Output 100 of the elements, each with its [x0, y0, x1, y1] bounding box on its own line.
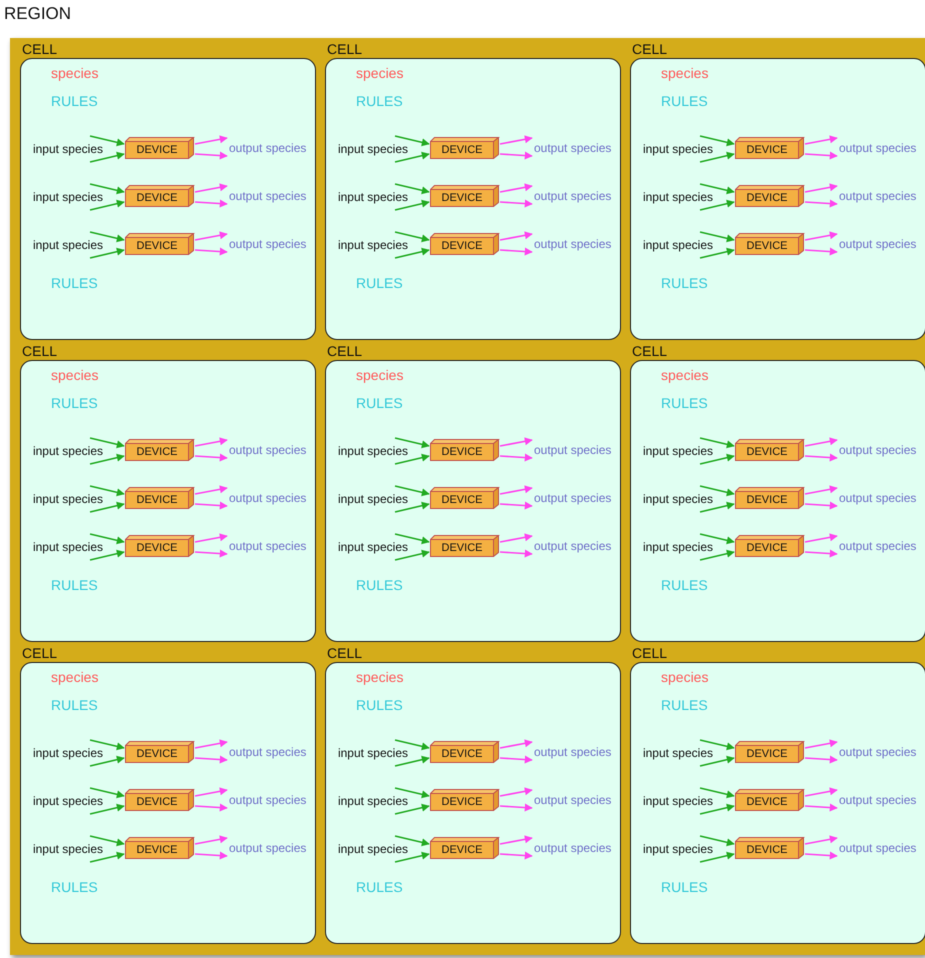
arrow — [90, 248, 125, 259]
output-species-label: output species — [839, 136, 916, 160]
arrow — [194, 533, 228, 543]
output-species-label: output species — [229, 740, 306, 764]
arrow — [394, 852, 430, 863]
arrow — [500, 200, 533, 208]
arrow — [500, 183, 533, 193]
arrow — [500, 804, 533, 812]
cell-label: CELL — [326, 644, 364, 662]
arrow — [700, 852, 735, 863]
cell-label: CELL — [21, 40, 58, 58]
arrow — [700, 200, 735, 211]
output-species-label: output species — [839, 836, 916, 860]
output-species-label: output species — [229, 788, 306, 812]
input-species-label: input species — [338, 141, 408, 157]
species-label: species — [661, 367, 708, 383]
input-species-label: input species — [338, 539, 408, 555]
arrow — [90, 835, 125, 846]
arrow — [700, 183, 735, 194]
rules-label: RULES — [51, 395, 98, 411]
input-species-label: input species — [338, 237, 408, 253]
arrow — [394, 533, 430, 544]
input-species-label: input species — [338, 443, 408, 459]
arrow — [804, 502, 838, 510]
arrow — [700, 231, 735, 242]
arrow — [394, 200, 430, 211]
arrow — [194, 437, 228, 447]
arrow — [194, 248, 228, 256]
arrow — [90, 756, 125, 767]
input-species-label: input species — [642, 539, 713, 555]
output-species-label: output species — [839, 232, 916, 256]
cell-label: CELL — [21, 644, 58, 662]
arrow — [500, 502, 533, 510]
arrow — [700, 533, 735, 544]
species-label: species — [51, 65, 98, 81]
arrow — [804, 739, 838, 749]
arrow — [804, 437, 838, 447]
input-species-label: input species — [32, 793, 103, 809]
arrow — [194, 550, 228, 558]
arrow — [500, 152, 533, 160]
output-species-label: output species — [534, 836, 612, 860]
arrow — [394, 231, 430, 242]
arrow — [804, 231, 838, 241]
arrow — [394, 502, 430, 513]
arrow — [394, 804, 430, 815]
input-species-label: input species — [338, 793, 408, 809]
arrow — [500, 835, 533, 845]
arrow — [804, 835, 838, 845]
rules-label: RULES — [51, 697, 98, 713]
arrow — [90, 152, 125, 163]
input-species-label: input species — [642, 141, 713, 157]
arrow — [90, 231, 125, 242]
arrow — [804, 756, 838, 764]
species-label: species — [356, 367, 404, 383]
arrow — [700, 485, 735, 496]
arrow — [394, 248, 430, 259]
output-species-label: output species — [534, 438, 612, 462]
input-species-label: input species — [32, 491, 103, 507]
arrow — [500, 756, 533, 764]
output-species-label: output species — [839, 486, 916, 510]
arrow — [394, 756, 430, 767]
rules-label: RULES — [661, 395, 708, 411]
arrow — [700, 787, 735, 798]
arrow — [700, 550, 735, 561]
output-species-label: output species — [839, 788, 916, 812]
input-species-label: input species — [642, 491, 713, 507]
output-species-label: output species — [839, 438, 916, 462]
input-species-label: input species — [642, 237, 713, 253]
output-species-label: output species — [534, 136, 612, 160]
output-species-label: output species — [534, 534, 612, 558]
output-species-label: output species — [839, 534, 916, 558]
arrow — [394, 835, 430, 846]
cell-label: CELL — [326, 342, 364, 360]
arrow — [500, 485, 533, 495]
arrow — [90, 502, 125, 513]
arrow — [500, 550, 533, 558]
species-label: species — [356, 669, 404, 685]
input-species-label: input species — [32, 141, 103, 157]
arrow — [700, 248, 735, 259]
arrow — [194, 787, 228, 797]
arrow — [500, 437, 533, 447]
species-label: species — [51, 367, 98, 383]
arrow — [194, 835, 228, 845]
rules-label: RULES — [51, 879, 98, 895]
cell-label: CELL — [631, 342, 668, 360]
arrow — [500, 135, 533, 145]
arrow — [500, 231, 533, 241]
input-species-label: input species — [338, 841, 408, 857]
rules-label: RULES — [51, 93, 98, 109]
input-species-label: input species — [338, 491, 408, 507]
arrow — [700, 756, 735, 767]
rules-label: RULES — [661, 577, 708, 593]
output-species-label: output species — [534, 486, 612, 510]
arrow — [90, 485, 125, 496]
arrow — [194, 502, 228, 510]
arrow — [90, 550, 125, 561]
arrow — [194, 183, 228, 193]
rules-label: RULES — [661, 275, 708, 291]
arrow — [394, 152, 430, 163]
rules-label: RULES — [356, 577, 403, 593]
